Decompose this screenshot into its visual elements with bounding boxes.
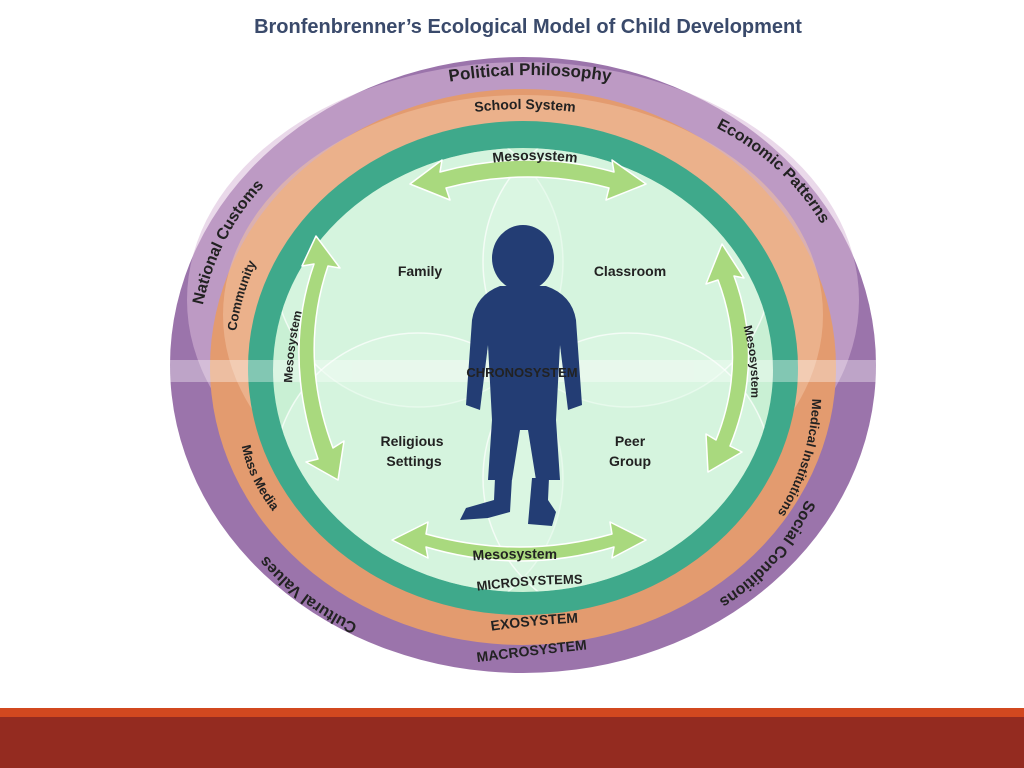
label-classroom: Classroom [594,263,666,279]
label-peer: Peer [615,433,646,449]
mesosystem-arrow-right [705,243,750,473]
child-legs [460,478,556,526]
child-body [466,286,582,480]
diagram-title: Bronfenbrenner’s Ecological Model of Chi… [254,16,802,38]
mesosystem-arrow-bottom [391,521,647,562]
label-group: Group [609,453,651,469]
bottom-decorative-bar [0,708,1024,768]
mesosystem-arrows [298,159,750,562]
label-school-system: School System [473,96,576,115]
child-silhouette [460,225,582,526]
label-mesosystem-top: Mesosystem [492,147,579,166]
mesosystem-arrow-left [298,235,345,481]
label-family: Family [398,263,443,279]
label-settings: Settings [386,453,441,469]
label-chronosystem: CHRONOSYSTEM [466,365,577,380]
child-head [492,225,554,291]
mesosystem-arrow-top [409,159,647,201]
bottom-bar-band [0,717,1024,768]
label-religious: Religious [380,433,443,449]
bottom-bar-stripe [0,708,1024,717]
label-mesosystem-bottom: Mesosystem [472,545,557,563]
